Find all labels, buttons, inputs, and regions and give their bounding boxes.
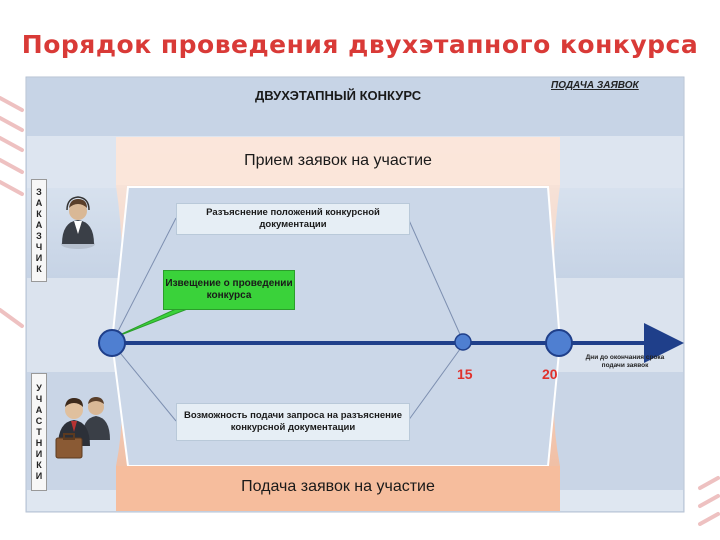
stage-bottom-band [116, 466, 560, 511]
decorative-streaks [0, 96, 720, 526]
timeline-start-node [98, 329, 126, 357]
role-letter: Ч [35, 241, 43, 252]
role-letter: З [36, 230, 42, 241]
timeline-node-20 [545, 329, 573, 357]
participants-icon [55, 397, 110, 459]
clarification-box: Разъяснение положений конкурсной докумен… [176, 203, 410, 235]
stage-top-band [116, 137, 560, 185]
mark-20: 20 [542, 366, 558, 382]
mark-15: 15 [457, 366, 473, 382]
header-title: ДВУХЭТАПНЫЙ КОНКУРС [255, 88, 422, 103]
role-letter: З [36, 186, 42, 197]
role-letter: И [35, 470, 43, 481]
role-letter: А [35, 404, 43, 415]
role-customer-label: З А К А З Ч И К [31, 179, 47, 282]
role-letter: И [35, 252, 43, 263]
notice-box: Извещение о проведении конкурса [163, 270, 295, 310]
role-letter: Н [35, 437, 43, 448]
role-letter: А [35, 197, 43, 208]
role-letter: К [36, 263, 42, 274]
role-participants-label: У Ч А С Т Н И К И [31, 373, 47, 491]
customer-icon [61, 196, 95, 249]
role-letter: К [36, 208, 42, 219]
timeline-node-15 [454, 333, 472, 351]
role-letter: Т [36, 426, 42, 437]
submit-tag: ПОДАЧА ЗАЯВОК [551, 80, 639, 91]
role-letter: А [35, 219, 43, 230]
role-letter: Ч [35, 393, 43, 404]
stage-top-label: Прием заявок на участие [244, 152, 432, 169]
band-header [27, 78, 683, 136]
role-letter: С [35, 415, 43, 426]
axis-label: Дни до окончания срока подачи заявок [585, 354, 665, 369]
role-letter: У [36, 382, 42, 393]
request-box: Возможность подачи запроса на разъяснени… [176, 403, 410, 441]
role-letter: И [35, 448, 43, 459]
role-letter: К [36, 459, 42, 470]
slide-title: Порядок проведения двухэтапного конкурса [21, 30, 699, 59]
connector-lines [111, 217, 464, 422]
stage-bottom-label: Подача заявок на участие [241, 478, 435, 495]
